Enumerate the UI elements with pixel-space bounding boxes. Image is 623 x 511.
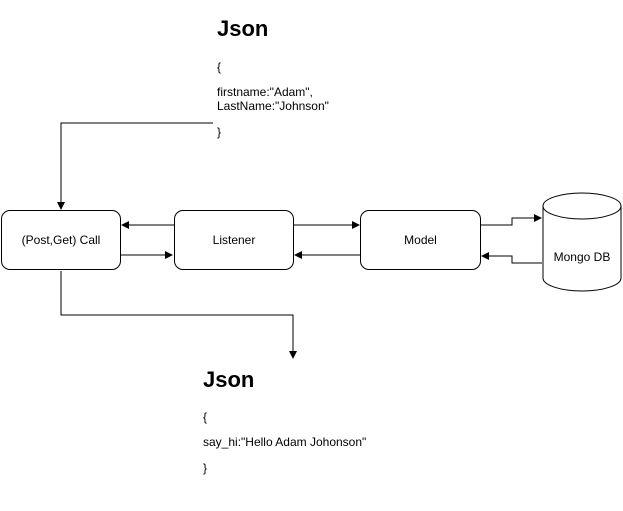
call-node: (Post,Get) Call — [1, 210, 121, 270]
listener-node: Listener — [174, 210, 294, 270]
listener-node-label: Listener — [212, 233, 256, 247]
output-json-title: Json — [203, 367, 255, 392]
output-json-line: say_hi:"Hello Adam Johonson" — [203, 435, 367, 449]
input-json-line: { — [217, 60, 222, 74]
arrow-model-to-db — [481, 214, 542, 226]
input-json-title: Json — [217, 16, 269, 41]
call-node-label: (Post,Get) Call — [21, 233, 101, 247]
input-json-line: } — [217, 125, 222, 139]
input-json-block: Json { firstname:"Adam", LastName:"Johns… — [217, 18, 357, 143]
model-node: Model — [360, 210, 481, 270]
database-label: Mongo DB — [553, 250, 611, 264]
model-node-label: Model — [404, 233, 437, 247]
output-json-line: } — [203, 461, 208, 475]
arrow-input-json-to-call — [57, 122, 213, 210]
input-json-line: LastName:"Johnson" — [217, 99, 329, 113]
output-json-line: { — [203, 410, 208, 424]
input-json-line: firstname:"Adam", — [217, 85, 313, 99]
arrow-db-to-model — [481, 252, 542, 264]
output-json-block: Json { say_hi:"Hello Adam Johonson" } — [203, 369, 403, 479]
database-cylinder-icon — [542, 192, 622, 292]
arrow-call-to-output-json — [60, 271, 297, 359]
